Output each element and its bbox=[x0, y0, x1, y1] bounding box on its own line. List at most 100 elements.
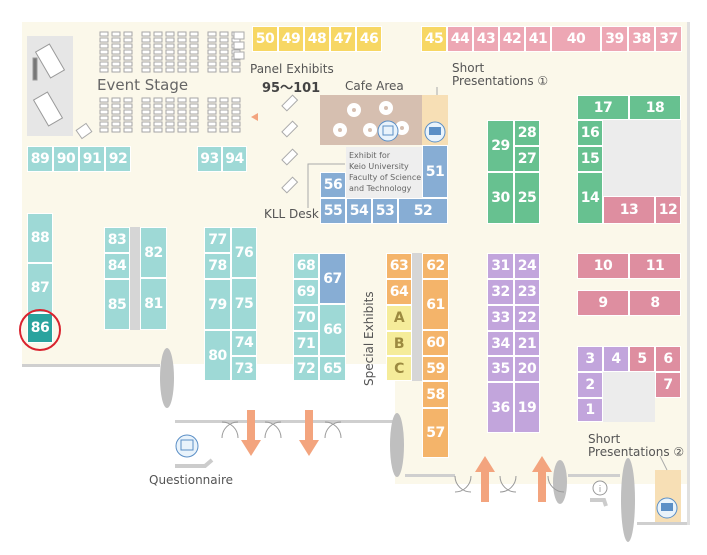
booth-35[interactable]: 35 bbox=[487, 356, 514, 382]
booth-22[interactable]: 22 bbox=[514, 305, 540, 331]
booth-25[interactable]: 25 bbox=[514, 172, 540, 224]
booth-79[interactable]: 79 bbox=[204, 279, 231, 330]
booth-87[interactable]: 87 bbox=[27, 263, 53, 313]
booth-23[interactable]: 23 bbox=[514, 279, 540, 305]
booth-70[interactable]: 70 bbox=[293, 305, 319, 331]
booth-58[interactable]: 58 bbox=[422, 381, 449, 408]
booth-31[interactable]: 31 bbox=[487, 253, 514, 279]
booth-9[interactable]: 9 bbox=[577, 290, 629, 316]
booth-12[interactable]: 12 bbox=[655, 196, 681, 224]
booth-10[interactable]: 10 bbox=[577, 253, 629, 279]
booth-61[interactable]: 61 bbox=[422, 279, 449, 330]
booth-93[interactable]: 93 bbox=[197, 146, 222, 172]
booth-52[interactable]: 52 bbox=[398, 198, 448, 224]
booth-81[interactable]: 81 bbox=[140, 278, 167, 330]
booth-80[interactable]: 80 bbox=[204, 330, 231, 381]
booth-50[interactable]: 50 bbox=[252, 26, 278, 52]
booth-74[interactable]: 74 bbox=[231, 330, 257, 356]
booth-2[interactable]: 2 bbox=[577, 372, 603, 398]
booth-57[interactable]: 57 bbox=[422, 408, 449, 458]
booth-92[interactable]: 92 bbox=[105, 146, 131, 172]
booth-44[interactable]: 44 bbox=[447, 26, 473, 52]
booth-83[interactable]: 83 bbox=[104, 227, 130, 253]
booth-77[interactable]: 77 bbox=[204, 227, 231, 253]
booth-34[interactable]: 34 bbox=[487, 331, 514, 356]
booth-28[interactable]: 28 bbox=[514, 120, 540, 146]
booth-84[interactable]: 84 bbox=[104, 253, 130, 279]
booth-42[interactable]: 42 bbox=[499, 26, 525, 52]
booth-62[interactable]: 62 bbox=[422, 253, 449, 279]
booth-78[interactable]: 78 bbox=[204, 253, 231, 279]
booth-33[interactable]: 33 bbox=[487, 305, 514, 331]
booth-68[interactable]: 68 bbox=[293, 253, 319, 279]
booth-6[interactable]: 6 bbox=[655, 346, 681, 372]
booth-86[interactable]: 86 bbox=[27, 313, 53, 343]
seat bbox=[177, 103, 187, 109]
booth-15[interactable]: 15 bbox=[577, 146, 603, 172]
booth-3[interactable]: 3 bbox=[577, 346, 603, 372]
booth-89[interactable]: 89 bbox=[27, 146, 53, 172]
booth-27[interactable]: 27 bbox=[514, 146, 540, 172]
booth-51[interactable]: 51 bbox=[422, 145, 448, 198]
booth-53[interactable]: 53 bbox=[372, 198, 398, 224]
booth-71[interactable]: 71 bbox=[293, 331, 319, 356]
booth-40[interactable]: 40 bbox=[551, 26, 601, 52]
booth-4[interactable]: 4 bbox=[603, 346, 629, 372]
booth-A[interactable]: A bbox=[386, 305, 412, 331]
booth-60[interactable]: 60 bbox=[422, 330, 449, 356]
booth-72[interactable]: 72 bbox=[293, 356, 319, 381]
booth-90[interactable]: 90 bbox=[53, 146, 79, 172]
booth-73[interactable]: 73 bbox=[231, 356, 257, 381]
booth-1[interactable]: 1 bbox=[577, 398, 603, 422]
booth-69[interactable]: 69 bbox=[293, 279, 319, 305]
booth-8[interactable]: 8 bbox=[629, 290, 681, 316]
booth-82[interactable]: 82 bbox=[140, 227, 167, 278]
booth-54[interactable]: 54 bbox=[346, 198, 372, 224]
booth-39[interactable]: 39 bbox=[601, 26, 628, 52]
booth-7[interactable]: 7 bbox=[655, 372, 681, 398]
booth-88[interactable]: 88 bbox=[27, 213, 53, 263]
booth-32[interactable]: 32 bbox=[487, 279, 514, 305]
booth-36[interactable]: 36 bbox=[487, 382, 514, 433]
booth-48[interactable]: 48 bbox=[304, 26, 330, 52]
booth-30[interactable]: 30 bbox=[487, 172, 514, 224]
seat bbox=[207, 127, 217, 133]
booth-59[interactable]: 59 bbox=[422, 356, 449, 381]
booth-45[interactable]: 45 bbox=[421, 26, 447, 52]
booth-49[interactable]: 49 bbox=[278, 26, 304, 52]
booth-38[interactable]: 38 bbox=[628, 26, 655, 52]
booth-64[interactable]: 64 bbox=[386, 279, 412, 305]
booth-43[interactable]: 43 bbox=[473, 26, 499, 52]
booth-20[interactable]: 20 bbox=[514, 356, 540, 382]
booth-56[interactable]: 56 bbox=[320, 172, 346, 198]
booth-24[interactable]: 24 bbox=[514, 253, 540, 279]
booth-14[interactable]: 14 bbox=[577, 172, 603, 224]
booth-63[interactable]: 63 bbox=[386, 253, 412, 279]
booth-66[interactable]: 66 bbox=[319, 304, 346, 356]
booth-C[interactable]: C bbox=[386, 356, 412, 381]
booth-19[interactable]: 19 bbox=[514, 382, 540, 433]
seat bbox=[219, 37, 229, 43]
booth-5[interactable]: 5 bbox=[629, 346, 655, 372]
booth-47[interactable]: 47 bbox=[330, 26, 356, 52]
booth-85[interactable]: 85 bbox=[104, 279, 130, 330]
booth-21[interactable]: 21 bbox=[514, 331, 540, 356]
booth-16[interactable]: 16 bbox=[577, 120, 603, 146]
booth-11[interactable]: 11 bbox=[629, 253, 681, 279]
booth-55[interactable]: 55 bbox=[320, 198, 346, 224]
booth-B[interactable]: B bbox=[386, 331, 412, 356]
booth-46[interactable]: 46 bbox=[356, 26, 382, 52]
booth-37[interactable]: 37 bbox=[655, 26, 682, 52]
booth-76[interactable]: 76 bbox=[231, 227, 257, 278]
booth-67[interactable]: 67 bbox=[319, 253, 346, 304]
booth-13[interactable]: 13 bbox=[603, 196, 655, 224]
booth-29[interactable]: 29 bbox=[487, 120, 514, 172]
booth-41[interactable]: 41 bbox=[525, 26, 551, 52]
booth-17[interactable]: 17 bbox=[577, 95, 629, 120]
booth-94[interactable]: 94 bbox=[222, 146, 247, 172]
seat bbox=[165, 61, 175, 67]
booth-75[interactable]: 75 bbox=[231, 278, 257, 330]
booth-91[interactable]: 91 bbox=[79, 146, 105, 172]
booth-18[interactable]: 18 bbox=[629, 95, 681, 120]
booth-65[interactable]: 65 bbox=[319, 356, 346, 381]
